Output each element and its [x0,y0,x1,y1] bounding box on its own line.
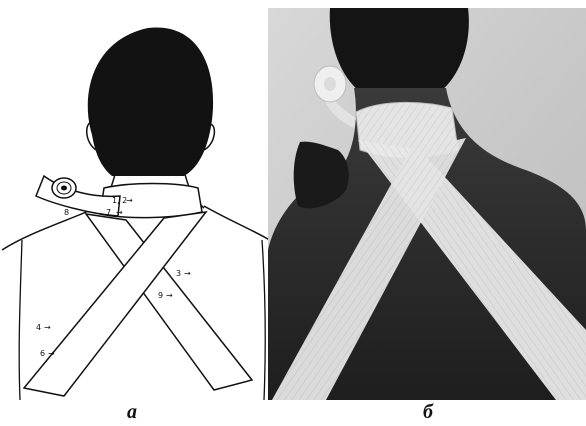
turn-arrow-9: → [166,291,173,300]
photo-bandage-roll [314,66,346,102]
turn-label-9: 9 [158,291,163,300]
turn-arrow-6: → [48,349,55,358]
turn-label-3: 3 [176,269,181,278]
arm-outline-right [262,240,265,400]
panel-a-drawing: 1, 2 → 7 → 8 3 → 9 → 4 → 6 → [2,27,276,400]
turn-label-6: 6 [40,349,45,358]
bandage-roll-icon [52,178,76,198]
caption-panel-b: б [423,402,433,422]
turn-label-4: 4 [36,323,41,332]
caption-panel-a: а [127,402,137,422]
turn-arrow-1-2: → [126,196,133,205]
arm-outline-left [19,240,22,400]
head-hair [88,27,213,176]
turn-label-1-2: 1, 2 [112,196,127,205]
turn-label-7: 7 [106,208,111,217]
turn-arrow-3: → [184,269,191,278]
turn-label-8: 8 [64,208,69,217]
turn-arrow-4: → [44,323,51,332]
turn-arrow-7: → [116,208,123,217]
panel-b-photo [268,8,586,400]
photo-head [330,8,469,92]
